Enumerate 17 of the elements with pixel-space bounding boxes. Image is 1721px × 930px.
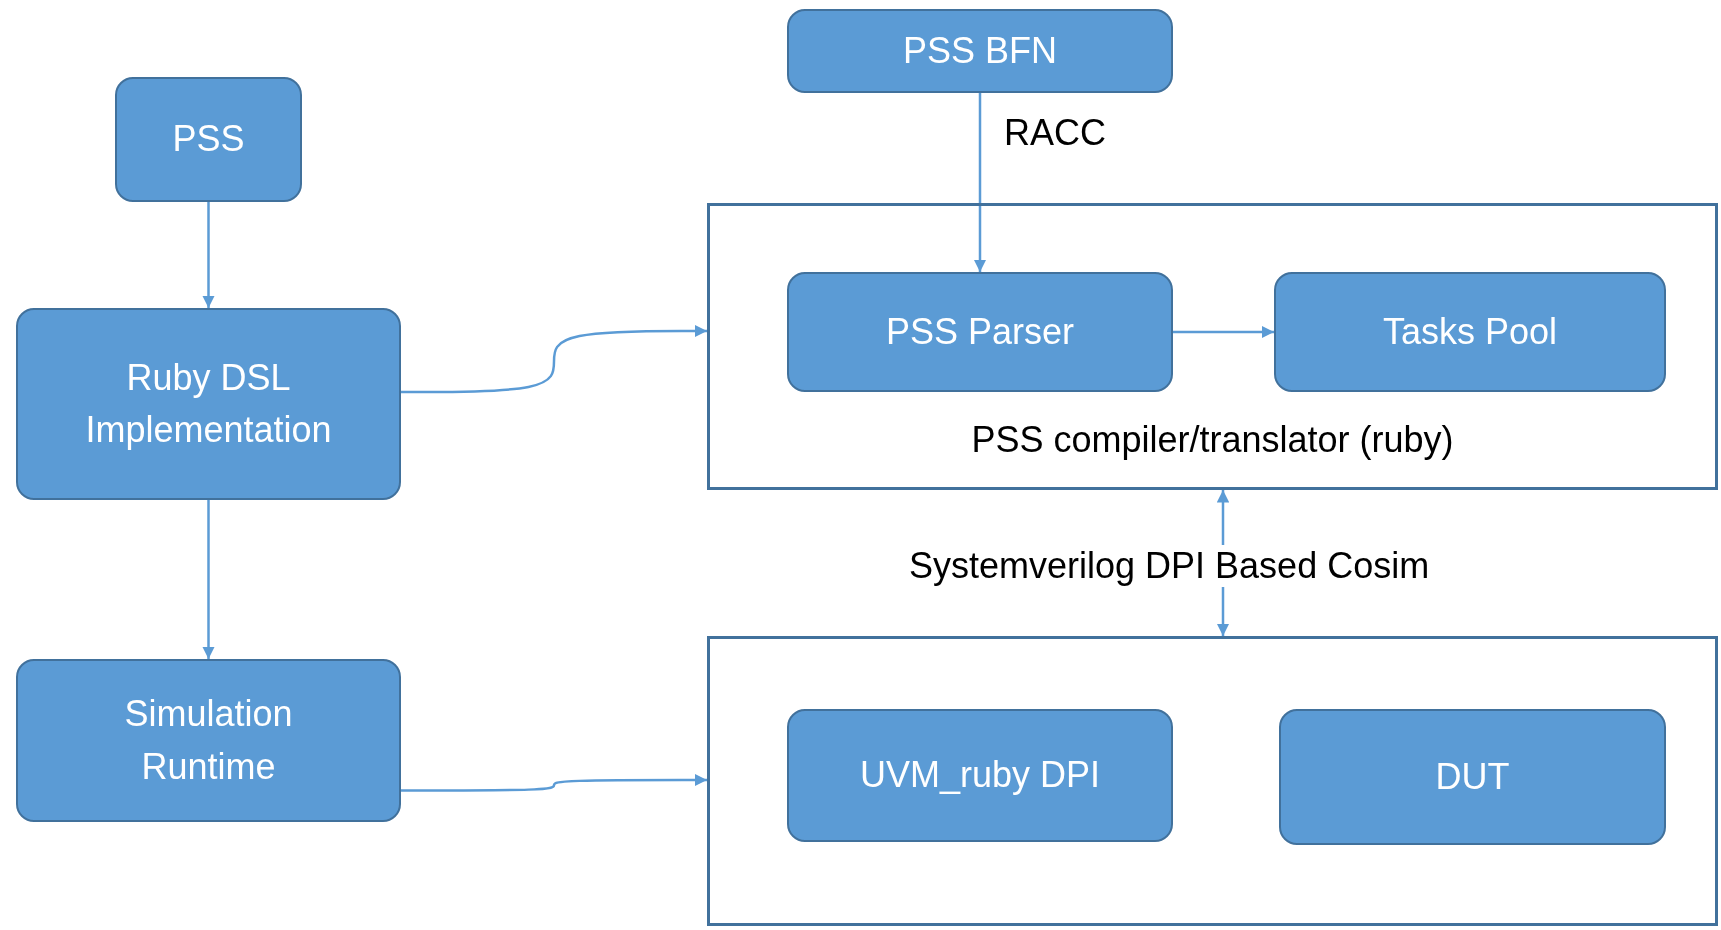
arrow <box>401 324 707 394</box>
process-box: Simulation Runtime <box>16 659 401 822</box>
container-box <box>707 636 1718 926</box>
container-label: PSS compiler/translator (ruby) <box>970 419 1455 461</box>
arrow <box>1173 325 1274 339</box>
arrow <box>202 202 215 308</box>
process-box: Tasks Pool <box>1274 272 1666 392</box>
process-box: PSS BFN <box>787 9 1173 93</box>
arrow <box>401 773 707 792</box>
process-box: PSS Parser <box>787 272 1173 392</box>
process-box: DUT <box>1279 709 1666 845</box>
arrow <box>202 500 215 659</box>
process-box: Ruby DSL Implementation <box>16 308 401 500</box>
container-box <box>707 203 1718 490</box>
process-box: PSS <box>115 77 302 202</box>
arrow <box>973 93 987 272</box>
process-box: UVM_ruby DPI <box>787 709 1173 842</box>
